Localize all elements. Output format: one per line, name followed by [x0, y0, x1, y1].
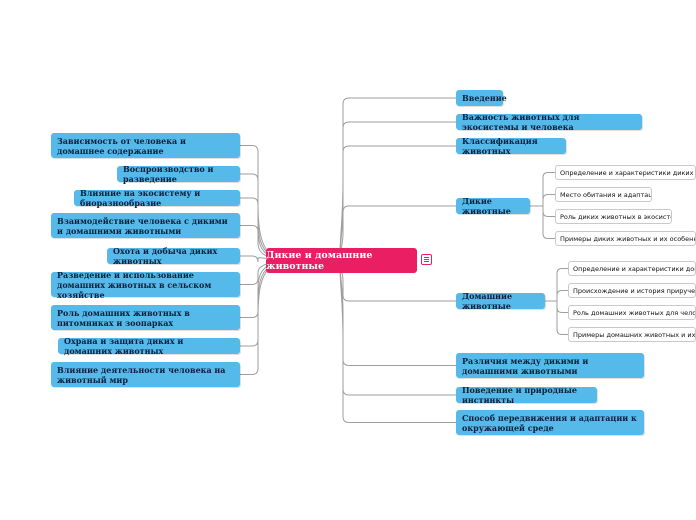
branch-line [339, 121, 456, 261]
branch-line [339, 260, 456, 366]
topic-ecosystem-impact[interactable]: Влияние на экосистему и биоразнообразие [74, 188, 240, 208]
topic-agriculture[interactable]: Разведение и использование домашних живо… [51, 270, 240, 300]
sub-branch-line [530, 172, 555, 207]
wild-subtopic[interactable]: Роль диких животных в экосистеме [555, 209, 672, 224]
domestic-subtopic[interactable]: Определение и характеристики домашних жи… [568, 261, 696, 276]
topic-reproduction[interactable]: Воспроизводство и разведение [117, 164, 240, 184]
topic-human-interaction[interactable]: Взаимодействие человека с дикими и домаш… [51, 213, 240, 238]
branch-line [339, 260, 456, 423]
topic-importance[interactable]: Важность животных для экосистемы и челов… [456, 112, 642, 132]
domestic-subtopic[interactable]: Роль домашних животных для человека [568, 305, 696, 320]
topic-domestic-animals[interactable]: Домашние животные [456, 291, 545, 311]
topic-protection[interactable]: Охрана и защита диких и домашних животны… [58, 336, 240, 356]
topic-human-activity[interactable]: Влияние деятельности человека на животны… [51, 362, 240, 387]
sub-branch-line [545, 290, 568, 302]
wild-subtopic[interactable]: Примеры диких животных и их особенности [555, 231, 696, 246]
wild-subtopic[interactable]: Определение и характеристики диких живот… [555, 165, 696, 180]
branch-line [240, 145, 307, 261]
domestic-subtopic[interactable]: Примеры домашних животных и их использов… [568, 327, 696, 342]
menu-lines-icon[interactable] [421, 254, 432, 265]
topic-classification[interactable]: Классификация животных [456, 136, 566, 156]
wild-subtopic[interactable]: Место обитания и адаптация [555, 187, 652, 202]
topic-introduction[interactable]: Введение [456, 90, 507, 106]
topic-movement[interactable]: Способ передвижения и адаптации к окружа… [456, 410, 644, 435]
domestic-subtopic[interactable]: Происхождение и история приручения [568, 283, 696, 298]
sub-branch-line [545, 300, 568, 335]
topic-zoo-role[interactable]: Роль домашних животных в питомниках и зо… [51, 305, 240, 330]
sub-branch-line [545, 268, 568, 302]
central-topic[interactable]: Дикие и домашние животные [266, 248, 417, 273]
branch-line [339, 145, 456, 261]
topic-dependence[interactable]: Зависимость от человека и домашнее содер… [51, 133, 240, 158]
branch-line [339, 260, 456, 396]
branch-line [240, 260, 307, 347]
sub-branch-line [530, 205, 555, 239]
topic-differences[interactable]: Различия между дикими и домашними животн… [456, 353, 644, 378]
topic-behavior[interactable]: Поведение и природные инстинкты [456, 385, 597, 405]
topic-wild-animals[interactable]: Дикие животные [456, 196, 530, 216]
sub-branch-line [530, 194, 555, 207]
topic-hunting[interactable]: Охота и добыча диких животных [107, 246, 240, 266]
